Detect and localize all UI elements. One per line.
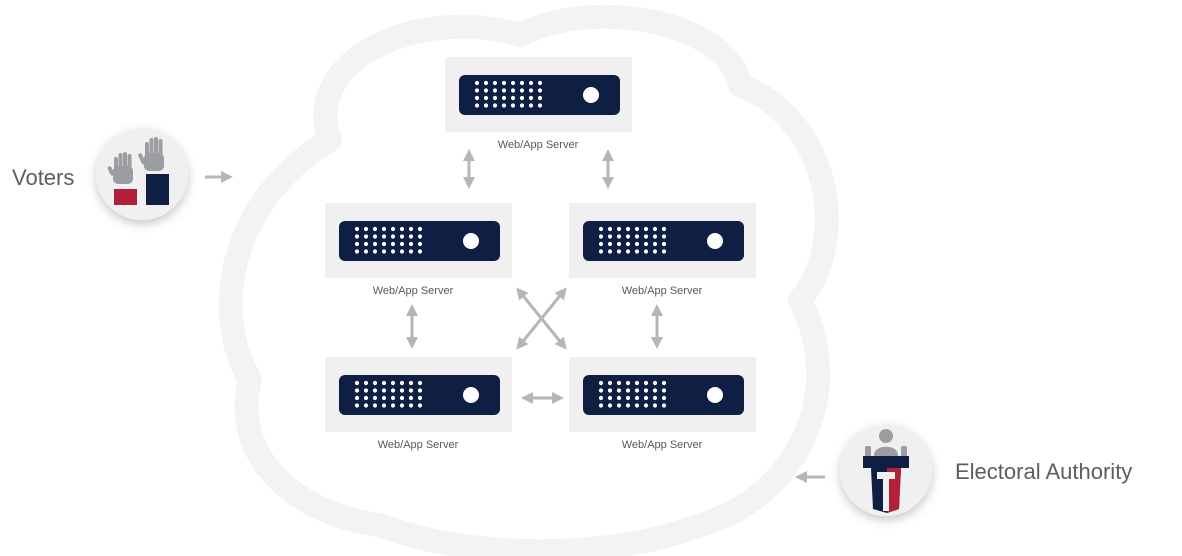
authority-label: Electoral Authority [955,459,1132,484]
voters-label: Voters [12,165,74,190]
server-power-light [583,87,599,103]
voters-badge [96,128,188,220]
server-vent-dots [598,226,667,254]
server-mid-right: Web/App Server [569,203,756,297]
arrow-cross-b [516,287,567,350]
authority-actor: Electoral Authority [840,424,1132,516]
server-label: Web/App Server [622,439,703,451]
server-vent-dots [474,80,543,108]
server-power-light [707,233,723,249]
server-mid-left: Web/App Server [325,203,512,297]
server-unit [339,375,500,415]
server-bottom-right: Web/App Server [569,357,756,451]
raised-hands-ballot-icon [107,137,169,205]
connectors [205,149,825,483]
server-power-light [463,233,479,249]
server-unit [583,375,744,415]
server-label: Web/App Server [498,139,579,151]
server-vent-dots [354,226,423,254]
voters-actor: Voters [12,128,188,220]
server-unit [459,75,620,115]
server-label: Web/App Server [622,285,703,297]
server-vent-dots [598,380,667,408]
podium-speaker-icon [863,429,909,513]
server-vent-dots [354,380,423,408]
server-label: Web/App Server [373,285,454,297]
server-label: Web/App Server [378,439,459,451]
cloud-outline [218,4,839,556]
server-bottom-left: Web/App Server [325,357,512,451]
server-unit [339,221,500,261]
server-top: Web/App Server [445,57,632,151]
server-power-light [707,387,723,403]
server-power-light [463,387,479,403]
server-unit [583,221,744,261]
